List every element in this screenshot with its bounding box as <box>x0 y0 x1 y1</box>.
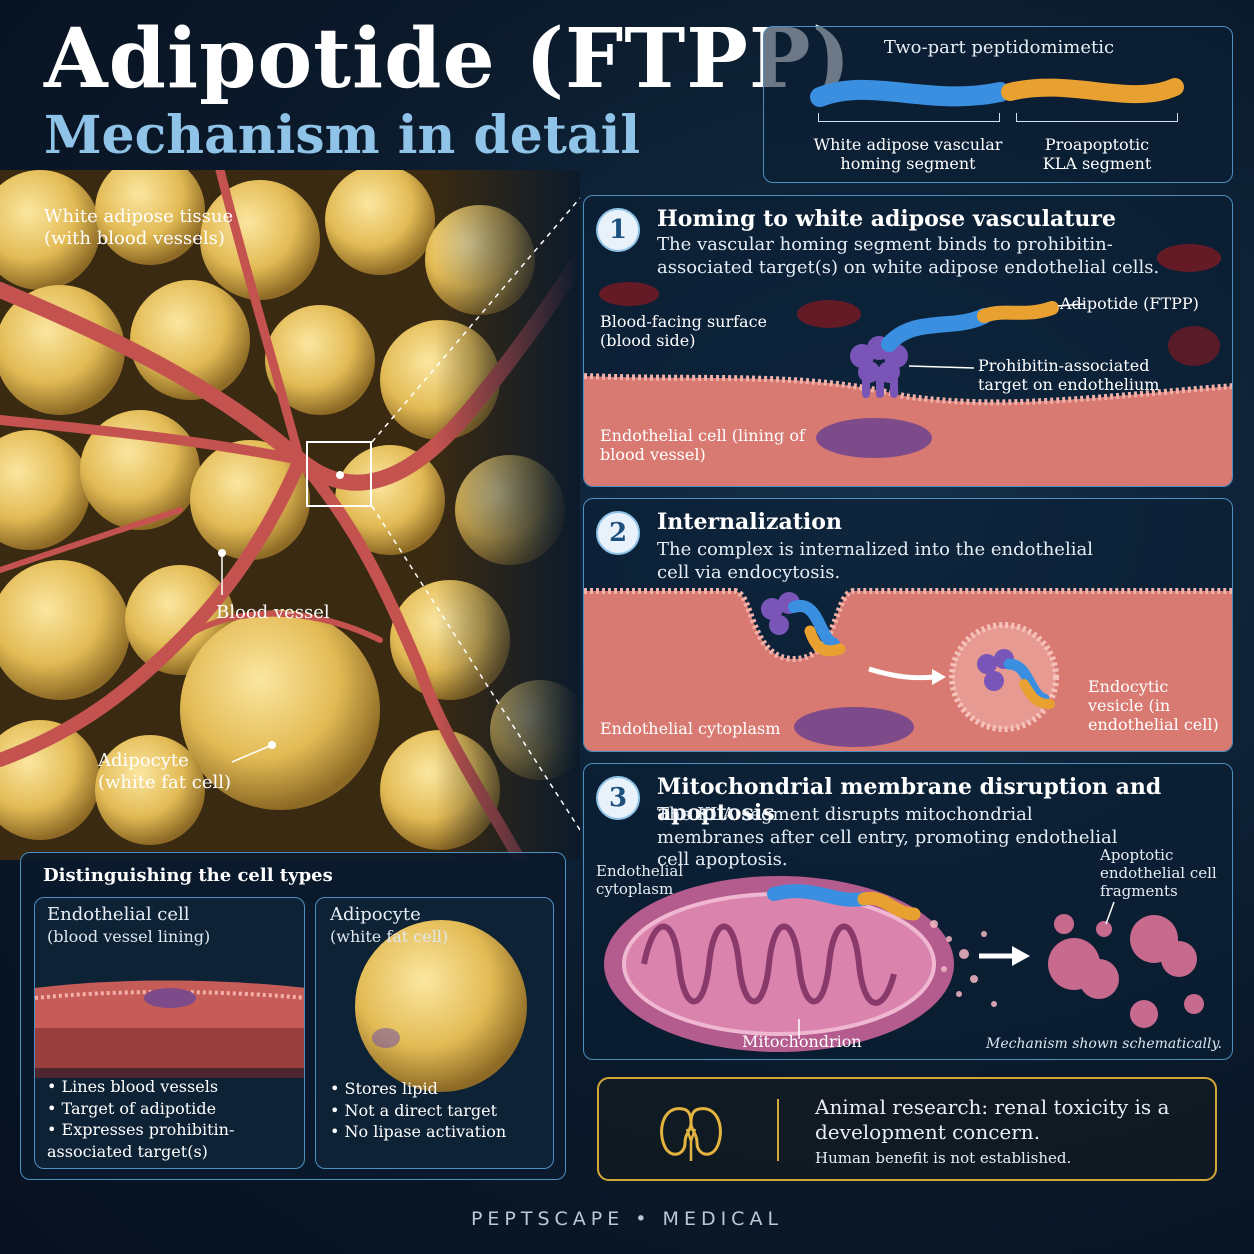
step-1-panel: 1 Homing to white adipose vasculature Th… <box>583 195 1233 487</box>
step-1-text: The vascular homing segment binds to pro… <box>657 234 1160 278</box>
homing-segment-label: White adipose vascular homing segment <box>813 135 1003 174</box>
adipocyte-card-sub: (white fat cell) <box>330 927 449 946</box>
adipocyte-card: Adipocyte (white fat cell) Stores lipid … <box>315 897 554 1169</box>
mitochondria-apoptosis-illustration <box>604 876 1204 1052</box>
step-3-number: 3 <box>596 776 640 820</box>
list-item: Expresses prohibitin-associated target(s… <box>47 1119 299 1162</box>
list-item: Not a direct target <box>330 1100 545 1122</box>
endocytosis-illustration <box>584 588 1232 751</box>
endothelial-card: Endothelial cell (blood vessel lining) L… <box>34 897 305 1169</box>
page-subtitle: Mechanism in detail <box>44 105 641 166</box>
kla-segment-label: Proapoptotic KLA segment <box>1042 135 1152 174</box>
schematic-note: Mechanism shown schematically. <box>986 1036 1223 1052</box>
endothelial-card-sub: (blood vessel lining) <box>47 927 211 946</box>
endothelial-points: Lines blood vessels Target of adipotide … <box>47 1076 299 1162</box>
list-item: Target of adipotide <box>47 1098 299 1120</box>
vesicle-label: Endocytic vesicle (in endothelial cell) <box>1088 677 1219 735</box>
renal-warning-box: Animal research: renal toxicity is a dev… <box>597 1077 1217 1181</box>
adipocyte-cell-icon <box>355 920 527 1092</box>
step-3-panel: 3 Mitochondrial membrane disruption and … <box>583 763 1233 1060</box>
endothelium-binding-illustration <box>584 244 1232 486</box>
step-2-text: The complex is internalized into the end… <box>657 539 1093 583</box>
blood-vessel-label: Blood vessel <box>216 602 330 623</box>
peptide-title: Two-part peptidomimetic <box>883 37 1115 58</box>
step-2-title: Internalization <box>657 509 842 535</box>
distinguish-panel: Distinguishing the cell types Endothelia… <box>20 852 566 1180</box>
endothelial-cell-label: Endothelial cell (lining of blood vessel… <box>600 426 805 465</box>
adipocyte-points: Stores lipid Not a direct target No lipa… <box>330 1078 545 1143</box>
adipocyte-label: Adipocyte (white fat cell) <box>98 750 232 793</box>
peptide-chain-icon <box>810 78 1184 107</box>
mito-cytoplasm-label: Endothelial cytoplasm <box>596 862 684 898</box>
list-item: Stores lipid <box>330 1078 545 1100</box>
cytoplasm-label: Endothelial cytoplasm <box>600 719 781 738</box>
endothelial-cell-icon <box>35 980 304 1078</box>
peptide-structure-panel: Two-part peptidomimetic White adipose va… <box>763 26 1233 183</box>
fragments-label: Apoptotic endothelial cell fragments <box>1100 846 1217 900</box>
adipose-tissue-illustration <box>0 170 580 860</box>
apoptotic-fragments <box>1048 914 1204 1028</box>
step-1-number: 1 <box>596 208 640 252</box>
tissue-label: White adipose tissue (with blood vessels… <box>44 206 234 249</box>
adipocyte-card-title: Adipocyte <box>330 904 421 925</box>
step-3-text: The KLA segment disrupts mitochondrial m… <box>657 804 1118 870</box>
warning-line-1: Animal research: renal toxicity is a dev… <box>815 1095 1170 1144</box>
mitochondrion-label: Mitochondrion <box>742 1032 862 1051</box>
step-2-panel: 2 Internalization The complex is interna… <box>583 498 1233 752</box>
list-item: No lipase activation <box>330 1121 545 1143</box>
distinguish-title: Distinguishing the cell types <box>43 865 333 886</box>
step-2-number: 2 <box>596 511 640 555</box>
zoom-box <box>306 441 372 507</box>
receptor-cluster <box>850 336 908 398</box>
endothelial-card-title: Endothelial cell <box>47 904 190 925</box>
adipotide-label: Adipotide (FTPP) <box>1060 294 1199 313</box>
list-item: Lines blood vessels <box>47 1076 299 1098</box>
target-label: Prohibitin-associated target on endothel… <box>978 356 1160 395</box>
kidney-icon <box>660 1107 722 1161</box>
footer-brand: PEPTSCAPE • MEDICAL <box>470 1208 784 1230</box>
step-1-title: Homing to white adipose vasculature <box>657 206 1117 232</box>
page-title: Adipotide (FTPP) <box>44 11 852 107</box>
warning-line-2: Human benefit is not established. <box>815 1149 1072 1167</box>
step-3-title: Mitochondrial membrane disruption and ap… <box>657 774 1162 826</box>
blood-side-label: Blood-facing surface (blood side) <box>600 312 768 351</box>
